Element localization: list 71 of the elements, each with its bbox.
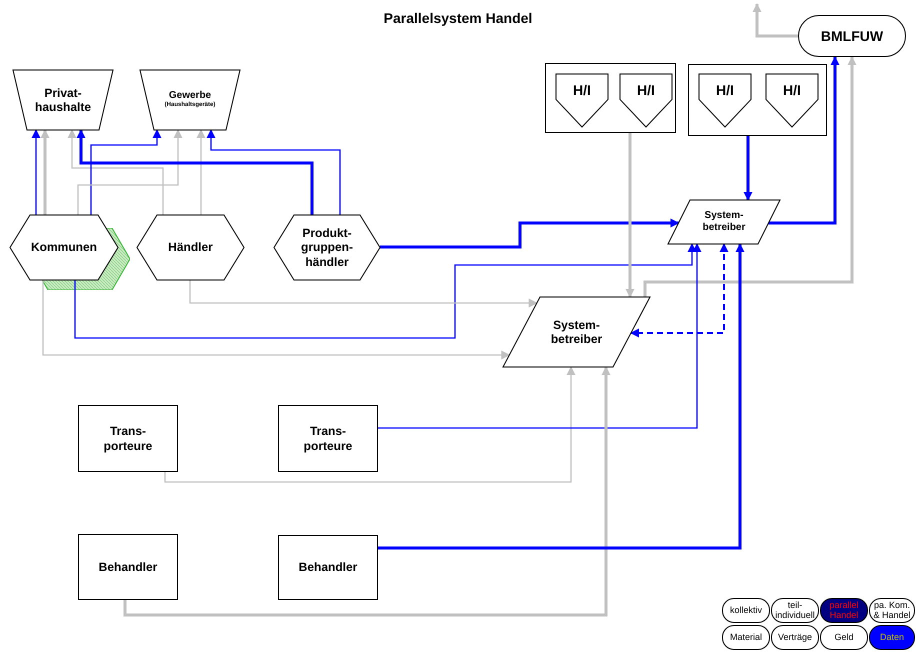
arrow [90, 129, 162, 215]
arrow [378, 243, 744, 550]
arrow [124, 366, 610, 616]
node-label: Material [730, 632, 762, 642]
arrow [752, 3, 798, 38]
node-label: Gewerbe [168, 90, 212, 102]
node-label: pa. Kom. & Handel [872, 601, 912, 620]
parallelogram-node [503, 297, 650, 367]
pentagon-node [620, 74, 672, 127]
hexagon-node [274, 215, 380, 280]
process-box [278, 405, 378, 472]
node-label: Kommunen [31, 240, 97, 255]
arrow [40, 129, 50, 215]
process-box [78, 405, 178, 472]
arrow [644, 56, 856, 297]
parallelogram-node [668, 200, 780, 244]
pentagon-node [699, 74, 751, 127]
node-label: Händler [168, 240, 213, 255]
node-label: Trans- porteure [102, 424, 154, 453]
process-box [278, 535, 378, 600]
legend-pill [820, 625, 868, 650]
pentagon-node [556, 74, 608, 127]
trapezoid-node [13, 70, 113, 130]
arrow [32, 129, 40, 215]
diagram-title: Parallelsystem Handel [382, 10, 534, 26]
arrow [164, 366, 576, 483]
legend-pill [771, 625, 819, 650]
node-label: parallel Handel [828, 601, 860, 620]
trapezoid-node [140, 70, 240, 130]
node-label: System- betreiber [550, 318, 604, 346]
arrow [42, 280, 510, 360]
arrow [380, 218, 680, 248]
node-label: H/I [716, 82, 734, 99]
node-label: Behandler [298, 560, 358, 575]
node-label: System- betreiber [702, 210, 746, 234]
node-label: teil- individuell [774, 601, 816, 620]
arrow [378, 243, 702, 429]
arrow [196, 129, 206, 215]
node-label: Daten [880, 632, 904, 642]
hexagon-node [137, 215, 244, 280]
arrow [74, 243, 696, 339]
rounded-node [798, 15, 906, 57]
node-label: Trans- porteure [302, 424, 354, 453]
arrow [626, 133, 634, 298]
node-label: Verträge [778, 632, 812, 642]
arrow [68, 129, 164, 215]
node-label: Behandler [98, 560, 158, 574]
pentagon-node [766, 74, 818, 127]
arrow [206, 129, 341, 215]
node-label: Produkt- gruppen- händler [300, 226, 354, 270]
node-label: BMLFUW [820, 28, 884, 44]
process-box [78, 534, 178, 600]
dashed-arrow [630, 243, 728, 338]
arrow [76, 129, 314, 215]
node-label: Privat- haushalte [34, 86, 92, 114]
group-box [688, 64, 827, 136]
legend-pill [722, 625, 770, 650]
node-label: kollektiv [730, 606, 762, 616]
node-label: H/I [573, 82, 591, 99]
node-label: Geld [834, 632, 854, 642]
hexagon-node [10, 215, 118, 280]
arrow [189, 280, 538, 308]
arrow [768, 56, 840, 224]
legend-pill [869, 625, 915, 650]
arrow [77, 129, 182, 215]
node-label: H/I [783, 82, 801, 99]
arrow [744, 136, 752, 201]
legend-pill [722, 598, 770, 623]
node-label: H/I [637, 82, 655, 99]
legend-pill [820, 598, 868, 623]
group-box [545, 63, 676, 133]
